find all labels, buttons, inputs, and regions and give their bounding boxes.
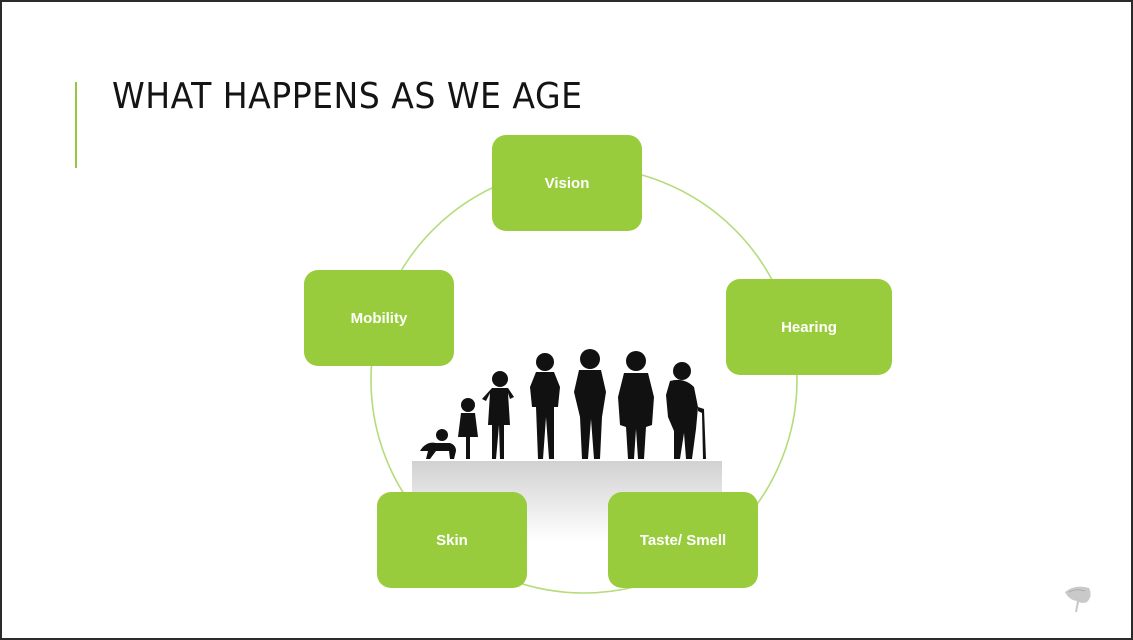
cycle-node-label: Hearing: [781, 318, 837, 336]
slide-title: WHAT HAPPENS AS WE AGE: [112, 76, 583, 117]
cycle-node-label: Mobility: [350, 309, 408, 327]
cycle-node-hearing: Hearing: [726, 279, 892, 375]
cycle-node-skin: Skin: [377, 492, 527, 588]
title-accent-bar: [75, 82, 77, 168]
cycle-node-label: Vision: [544, 174, 590, 192]
cycle-node-label: Skin: [436, 531, 468, 549]
cycle-node-mobility: Mobility: [304, 270, 454, 366]
cycle-node-label: Taste/ Smell: [639, 531, 727, 549]
cycle-node-vision: Vision: [492, 135, 642, 231]
cycle-node-taste-smell: Taste/ Smell: [608, 492, 758, 588]
ginkgo-leaf-icon: [1065, 586, 1091, 612]
